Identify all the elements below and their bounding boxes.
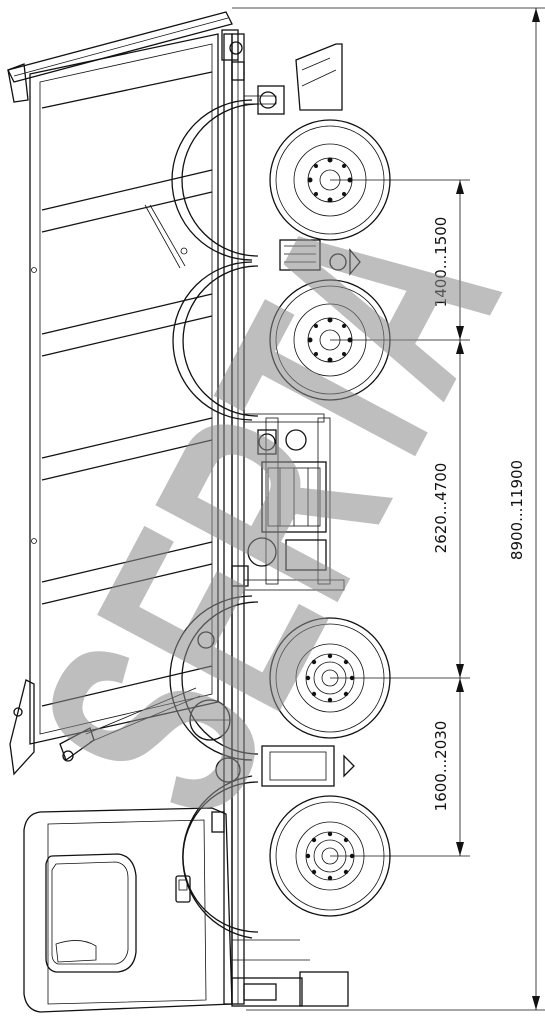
- dimension-lines: 8900...11900 1400...1500 2620...4700 160…: [232, 7, 545, 1011]
- middle-components: [231, 429, 327, 587]
- front-components: [189, 631, 355, 787]
- dim-front-axle-spacing: 1600...2030: [432, 721, 450, 812]
- cab: [23, 807, 349, 1013]
- rear-wheel-1: [171, 99, 391, 261]
- watermark-text: SERTA: [0, 160, 545, 862]
- dim-total-length: 8900...11900: [508, 460, 526, 560]
- rear-suspension: [279, 239, 361, 276]
- dim-wheelbase: 2620...4700: [432, 463, 450, 554]
- dim-rear-axle-spacing: 1400...1500: [432, 217, 450, 308]
- dump-body: [7, 11, 245, 776]
